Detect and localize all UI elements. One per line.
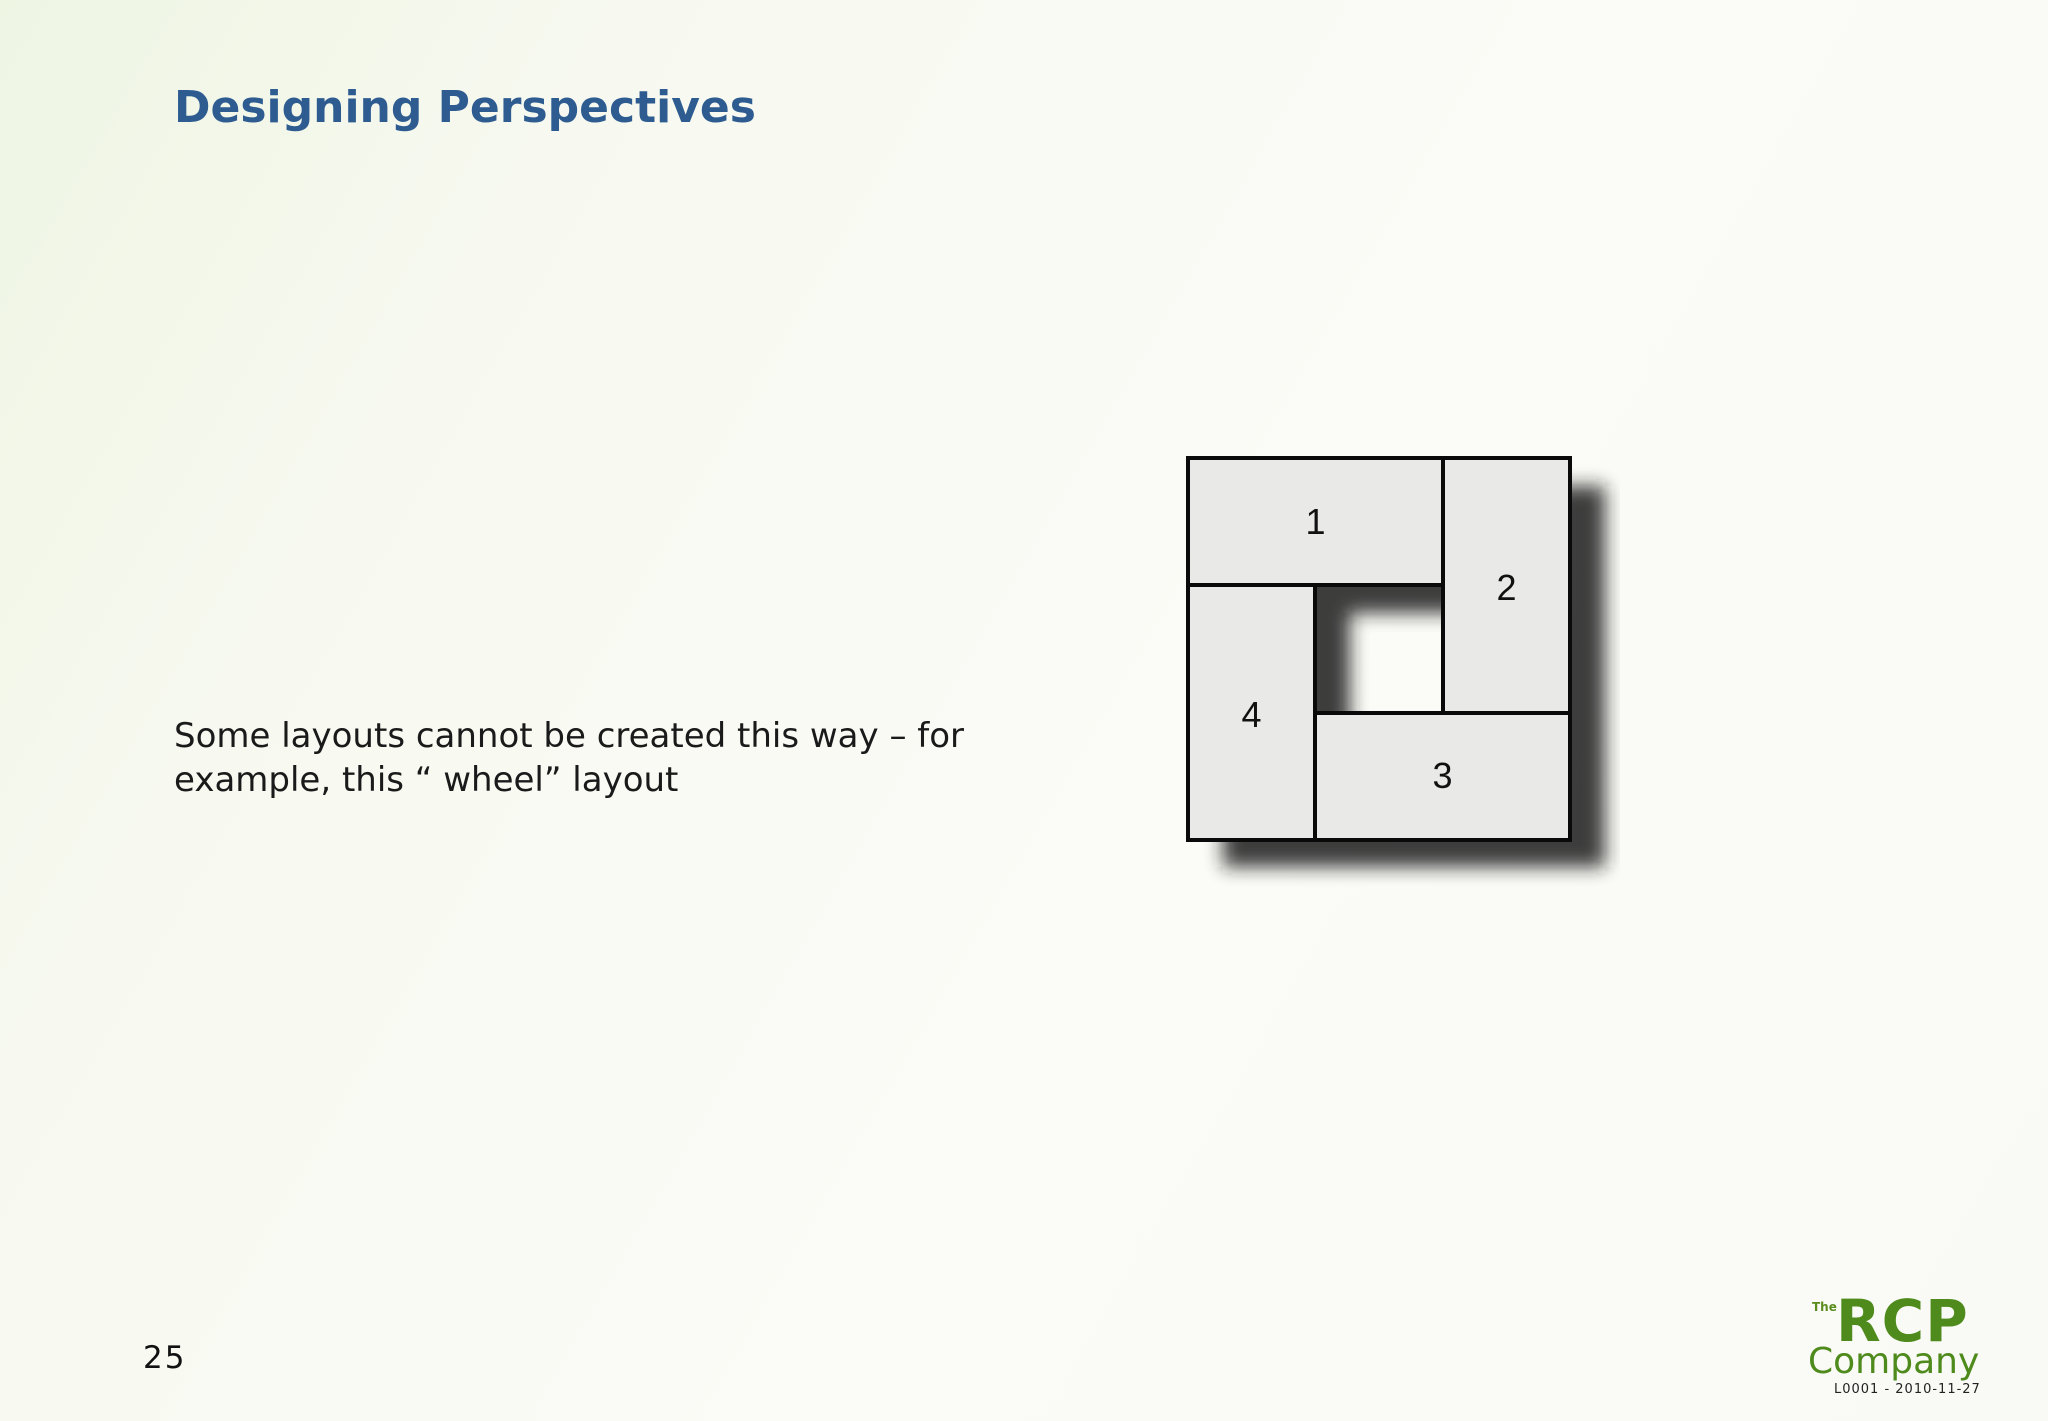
panel-2-label: 2	[1496, 567, 1516, 608]
body-line-1: Some layouts cannot be created this way …	[174, 716, 965, 756]
document-code: L0001 - 2010-11-27	[1834, 1382, 1981, 1397]
page-number: 25	[143, 1340, 187, 1376]
wheel-layout-diagram: 1 2 3 4	[1180, 450, 1620, 890]
slide-title: Designing Perspectives	[174, 82, 756, 133]
panel-3: 3	[1313, 711, 1572, 842]
panel-4-label: 4	[1241, 694, 1261, 735]
panel-4: 4	[1186, 583, 1317, 842]
panel-2: 2	[1441, 456, 1572, 715]
panel-1: 1	[1186, 456, 1445, 587]
body-line-2: example, this “ wheel” layout	[174, 760, 679, 800]
body-text: Some layouts cannot be created this way …	[174, 714, 1034, 802]
logo-company-text: Company	[1808, 1341, 1980, 1382]
rcp-company-logo: The RCP Company L0001 - 2010-11-27	[1798, 1290, 1998, 1400]
panel-1-label: 1	[1305, 501, 1325, 542]
panel-3-label: 3	[1432, 755, 1452, 796]
logo-the-text: The	[1812, 1300, 1837, 1314]
logo-rcp-text: RCP	[1836, 1287, 1969, 1355]
